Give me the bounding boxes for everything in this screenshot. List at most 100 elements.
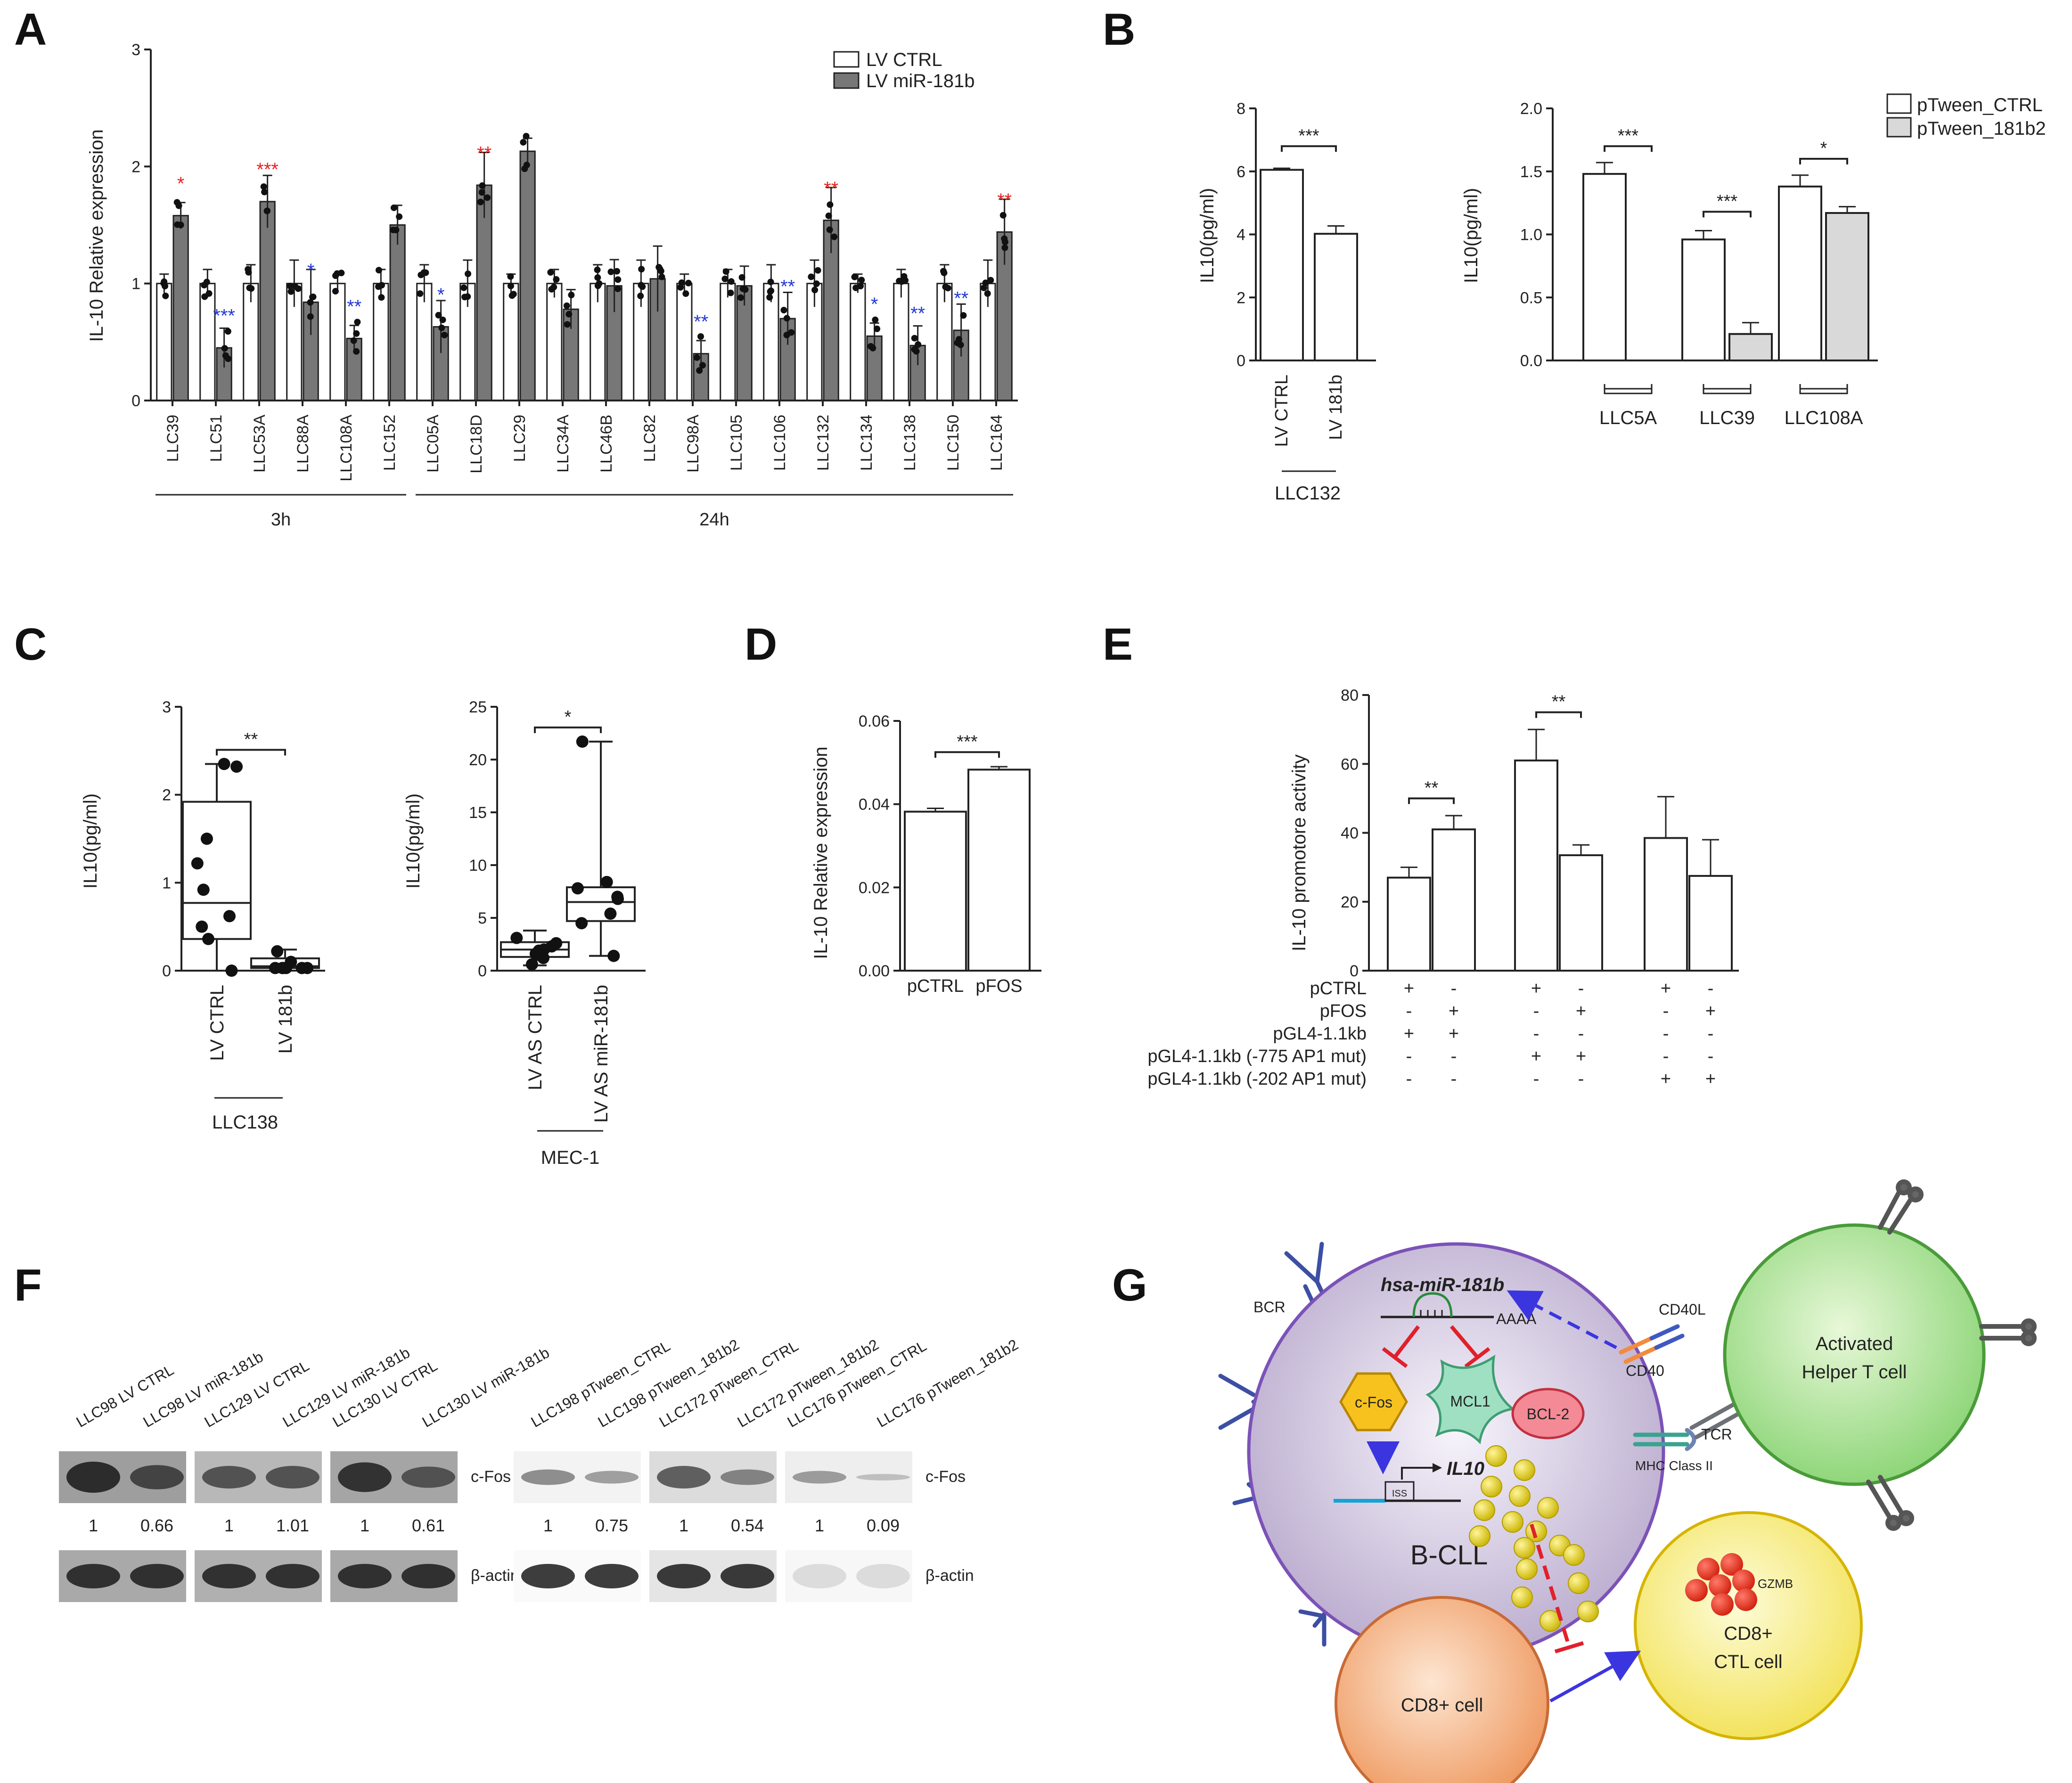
data-point	[177, 221, 184, 229]
data-point	[737, 294, 744, 301]
data-point	[465, 270, 472, 278]
data-point	[523, 132, 530, 139]
data-point	[422, 269, 429, 276]
data-point	[191, 857, 204, 870]
data-point	[614, 276, 622, 283]
panel-e-significance: **	[1425, 778, 1439, 798]
data-point	[738, 274, 745, 281]
panel-e-matrix-sign: +	[1531, 1047, 1541, 1066]
data-point	[260, 183, 267, 190]
bcl2-label: BCL-2	[1527, 1406, 1570, 1423]
panel-b1-group-label: LLC132	[1275, 483, 1341, 504]
data-point	[699, 362, 706, 369]
data-point	[175, 202, 182, 209]
significance-label: **	[477, 143, 491, 164]
panel-c2-y-tick-label: 15	[469, 804, 487, 822]
data-point	[872, 316, 879, 323]
helper-receptors-icon	[1866, 1179, 2037, 1531]
blot-left-actin-band	[202, 1564, 256, 1588]
data-point	[276, 962, 289, 974]
cd40l-label: CD40L	[1659, 1301, 1706, 1318]
panel-b2-x-label: LLC108A	[1785, 408, 1863, 428]
significance-label: **	[694, 311, 708, 332]
panel-letter-g: G	[1112, 1260, 1147, 1310]
data-point	[520, 139, 527, 146]
data-point	[271, 945, 284, 957]
bar-lv-ctrl	[373, 283, 389, 401]
panel-e-matrix-sign: +	[1705, 1069, 1716, 1089]
il10-gene-icon	[1334, 1463, 1461, 1503]
bar-ptween-181b2	[1825, 212, 1869, 361]
data-point	[911, 335, 918, 342]
helper-t-cell	[1723, 1223, 1986, 1486]
blot-right-lane-label: LLC176 pTween_181b2	[874, 1336, 1021, 1431]
panel-e-significance-bracket	[1408, 797, 1455, 804]
panel-e-matrix-sign: +	[1576, 1001, 1586, 1021]
blot-left-actin-band	[130, 1564, 184, 1588]
data-point	[852, 284, 860, 291]
panel-a-legend: LV CTRL LV miR-181b	[833, 49, 975, 91]
blot-left-cfos-band	[401, 1466, 455, 1488]
gzmb-granule	[1720, 1553, 1743, 1576]
data-point	[831, 233, 838, 240]
data-point	[479, 182, 486, 189]
bar-lv-ctrl	[199, 283, 216, 401]
data-point	[439, 316, 446, 323]
blot-right-actin-band	[521, 1564, 575, 1588]
significance-label: **	[954, 288, 968, 309]
panel-a-x-tick-label: LLC82	[641, 415, 659, 462]
data-point	[739, 285, 746, 292]
mhc-label: MHC Class II	[1635, 1458, 1713, 1473]
data-point	[697, 333, 704, 340]
panel-c2-y-tick-label: 5	[478, 909, 487, 927]
panel-e-matrix-sign: +	[1576, 1047, 1586, 1066]
data-point	[287, 283, 294, 290]
panel-b1-y-tick-label: 2	[1237, 289, 1245, 307]
data-point	[780, 307, 787, 314]
panel-d-x-label: pFOS	[975, 976, 1022, 996]
panel-a-x-tick-label: LLC53A	[251, 415, 269, 473]
significance-label: **	[997, 190, 1012, 211]
bar-condition	[1559, 854, 1603, 972]
bcr-label: BCR	[1253, 1299, 1286, 1316]
data-point	[438, 324, 445, 331]
data-point	[264, 207, 271, 214]
legend-label-ptween-ctrl: pTween_CTRL	[1917, 95, 2043, 115]
panel-d-significance-bracket	[934, 751, 1000, 758]
data-point	[547, 269, 554, 276]
significance-label: **	[910, 303, 925, 324]
data-point	[808, 273, 815, 280]
data-point	[638, 266, 645, 273]
data-point	[685, 279, 692, 286]
panel-letter-b: B	[1103, 4, 1135, 55]
blot-left-quant-value: 1	[360, 1516, 369, 1535]
panel-e-matrix-sign: -	[1578, 1069, 1584, 1089]
panel-e-ylabel: IL-10 promotore activity	[1289, 754, 1310, 951]
panel-b2-legend: pTween_CTRL pTween_181b2	[1886, 93, 2046, 139]
cd40-receptor-icon	[1619, 1324, 1685, 1364]
bar-lv-mir181b	[389, 224, 406, 401]
blot-left-quant-value: 1	[224, 1516, 234, 1535]
data-point	[911, 346, 918, 353]
data-point	[814, 267, 821, 274]
data-point	[874, 325, 881, 332]
data-point	[550, 284, 557, 291]
panel-c1-y-tick-label: 3	[162, 698, 171, 716]
bcl2-ellipse	[1511, 1388, 1585, 1439]
bar-lv-ctrl	[503, 283, 519, 401]
panel-e-matrix-sign: -	[1708, 1024, 1714, 1044]
il10-label: IL10	[1447, 1458, 1484, 1479]
panel-b2-y-tick-label: 0.0	[1520, 352, 1542, 370]
mcl1-label: MCL1	[1450, 1393, 1490, 1410]
panel-g-diagram: BCR hsa-miR-181b AAAA c-Fos MCL1 BCL-2	[1218, 1179, 2037, 1783]
il10-molecule	[1502, 1511, 1523, 1533]
panel-a-x-tick-label: LLC29	[511, 415, 529, 462]
panel-letter-d: D	[745, 619, 777, 670]
panel-e-matrix-sign: -	[1578, 1024, 1584, 1044]
data-point	[612, 892, 624, 905]
panel-c2-group-label: MEC-1	[541, 1147, 599, 1168]
panel-a-x-tick-label: LLC106	[771, 415, 789, 471]
data-point	[477, 198, 484, 205]
panel-e-row-label: pCTRL	[1310, 979, 1367, 998]
